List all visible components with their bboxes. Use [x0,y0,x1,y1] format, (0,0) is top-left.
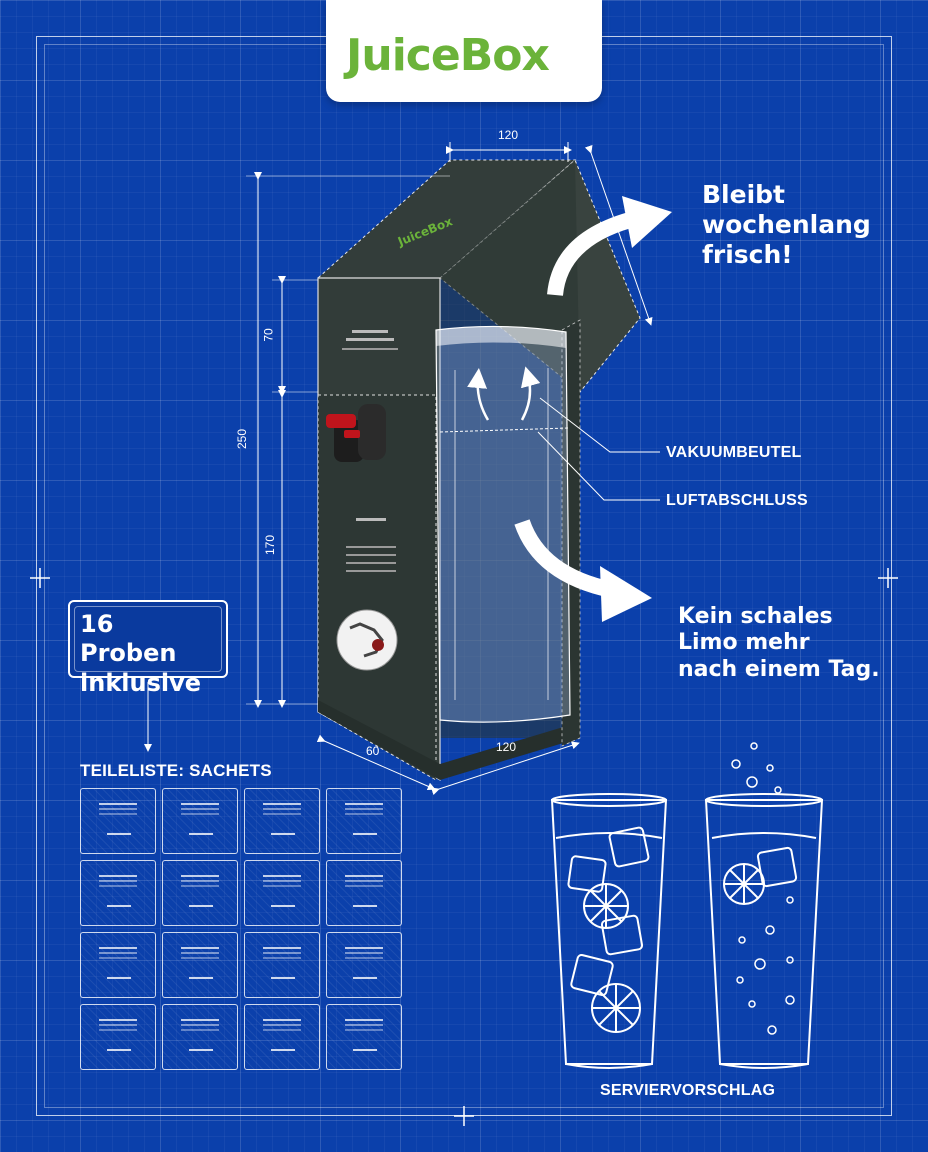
vacuum-bag [435,325,571,723]
sachet-item [244,788,320,854]
sachet-item [244,1004,320,1070]
dim-top-width: 120 [498,128,519,142]
glass-icon [704,793,824,1069]
dim-bottom-width: 120 [496,740,517,754]
sachet-item [326,860,402,926]
stale-callout-line2: Limo mehr [678,630,810,656]
bubbles [731,742,795,1035]
tap-icon [326,404,386,462]
sachet-item [162,1004,238,1070]
dimension-lines [246,142,653,796]
stale-callout-line3: nach einem Tag. [678,656,880,682]
serving-glasses [550,742,824,1069]
leader-lines [144,397,660,752]
fresh-callout-line1: Bleibt [702,180,785,209]
frame-ticks [30,568,898,1126]
dim-depth: 60 [366,744,380,758]
sachet-item [162,788,238,854]
stale-callout: Kein schales Limo mehr nach einem Tag. [678,604,898,683]
sachet-item [80,860,156,926]
label-vacuum-bag: VAKUUMBEUTEL [666,444,802,461]
dim-total-height: 250 [235,428,250,450]
dim-lower-height: 170 [263,534,278,556]
glass-icon [550,793,668,1069]
label-airtight: LUFTABSCHLUSS [666,492,808,509]
sachet-item [326,932,402,998]
stale-callout-line1: Kein schales [678,604,833,629]
fresh-callout-line2: wochenlang [702,210,871,239]
sachet-item [80,788,156,854]
sachet-grid [80,788,404,1076]
fresh-callout: Bleibt wochenlang frisch! [702,180,902,270]
fresh-callout-line3: frisch! [702,240,793,269]
juicebox-box: JuiceBox [316,159,641,782]
samples-badge: 16 Proben inklusive [68,600,228,697]
sachet-item [244,932,320,998]
sachet-item [244,860,320,926]
sachet-item [80,932,156,998]
sachet-item [326,1004,402,1070]
arrow-curved-down-icon [514,519,652,622]
sachet-item [162,932,238,998]
sachet-item [326,788,402,854]
brand-logo: JuiceBox [326,0,602,102]
parts-list-title: TEILELISTE: SACHETS [80,761,272,780]
samples-badge-line1: 16 Proben [80,610,177,668]
sachet-item [80,1004,156,1070]
lemon-slice-icon [583,883,641,1033]
samples-badge-line2: inklusive [80,668,202,697]
brand-logo-text: JuiceBox [346,30,550,81]
serving-title: SERVIERVORSCHLAG [600,1082,776,1099]
sachet-item [162,860,238,926]
dim-upper-height: 70 [261,328,276,342]
arrow-curved-up-icon [547,196,672,297]
ice-cube-icon [567,826,650,997]
